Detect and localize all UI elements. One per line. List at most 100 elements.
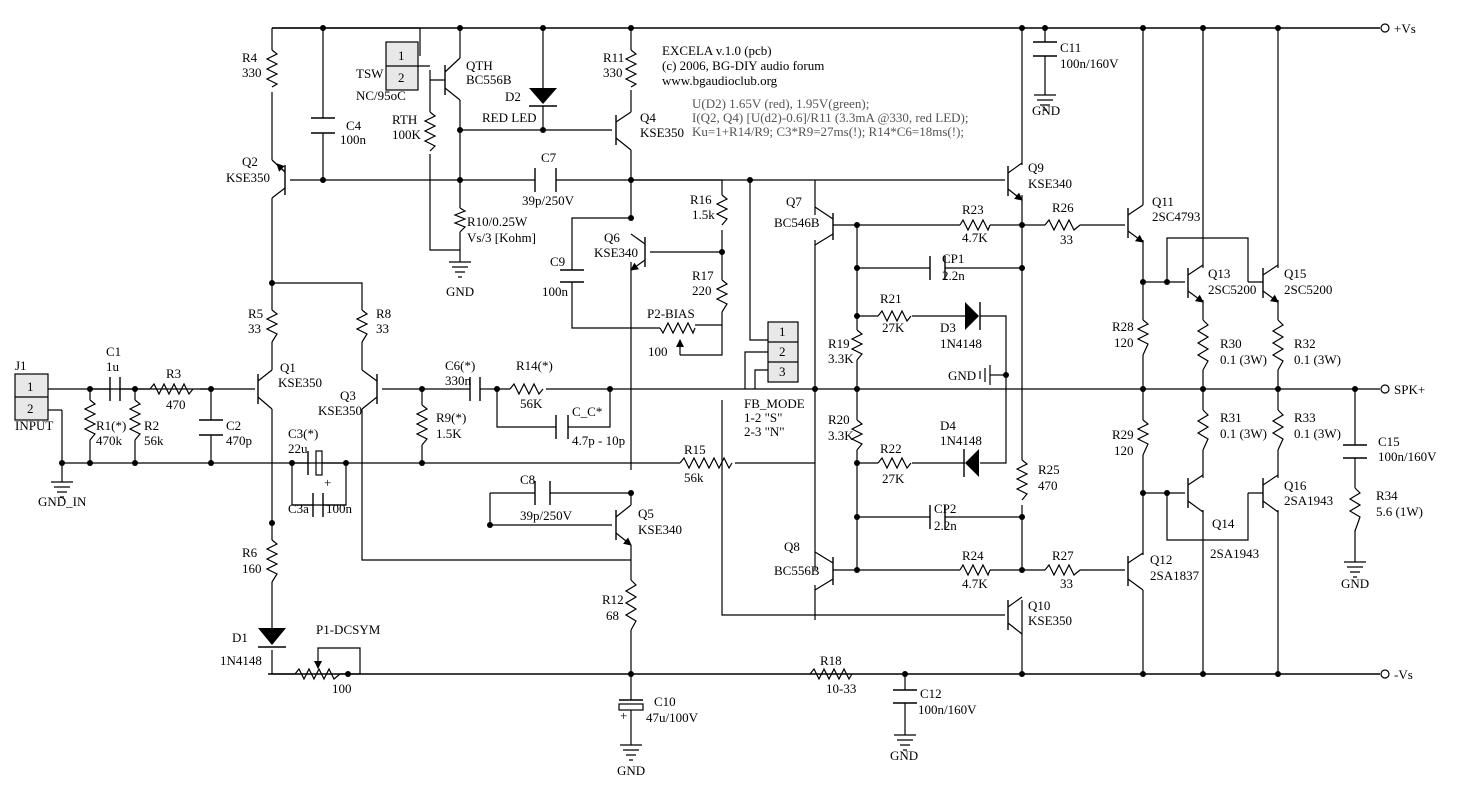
note-3: Ku=1+R14/R9; C3*R9=27ms(!); R14*C6=18ms(… [692,124,964,139]
r12-symbol [624,579,638,631]
r15-value: 56k [684,470,704,485]
r10-symbol [453,207,467,233]
q5-value: KSE340 [638,522,682,537]
vminus-label: -Vs [1394,667,1413,682]
note-1: U(D2) 1.65V (red), 1.95V(green); [692,96,869,111]
q10-ref: Q10 [1028,598,1050,613]
r23-ref: R23 [962,202,984,217]
c6-ref: C6(*) [445,358,475,373]
r11-symbol [624,49,638,88]
r30-ref: R30 [1220,336,1242,351]
r17-ref: R17 [692,268,714,283]
title: EXCELA v.1.0 (pcb) [662,43,772,58]
r3-symbol [149,382,194,396]
r18-symbol [809,667,853,681]
r6-value: 160 [242,561,262,576]
r17-value: 220 [692,283,712,298]
r21-value: 27K [882,320,905,335]
gnd-icon [449,261,471,278]
r21-ref: R21 [880,291,902,306]
tsw-pin1: 1 [398,48,405,63]
r33-value: 0.1 (3W) [1294,426,1341,441]
c3-ref: C3(*) [288,426,318,441]
input-label: INPUT [15,418,53,433]
r34-value: 5.6 (1W) [1376,504,1423,519]
c11-ref: C11 [1060,40,1081,55]
r1-symbol [83,399,97,441]
c10-plus: + [620,708,627,723]
c10-value: 47u/100V [646,710,699,725]
r4-value: 330 [242,65,262,80]
r33-symbol [1271,409,1285,451]
c9-value: 100n [542,284,569,299]
q2-value: KSE350 [226,170,270,185]
q12-value: 2SA1837 [1150,568,1200,583]
fb-pin3: 3 [779,364,786,379]
fb-mode-s: 1-2 "S" [744,410,782,425]
r10-value: Vs/3 [Kohm] [467,230,536,245]
vminus-terminal [1380,669,1390,679]
r2-ref: R2 [144,418,159,433]
d3-ref: D3 [940,320,956,335]
q7-value: BC546B [774,215,820,230]
junction-dots [59,25,1358,677]
r3-value: 470 [166,397,186,412]
cc-ref: C_C* [572,404,602,419]
q1-value: KSE350 [278,375,322,390]
gnd-label: GND [1032,103,1060,118]
r22-value: 27K [882,471,905,486]
c1-ref: C1 [106,344,121,359]
q16-ref: Q16 [1284,478,1307,493]
r14-value: 56K [520,396,543,411]
r17-symbol [715,279,729,313]
qth-value: BC556B [466,72,512,87]
r19-value: 3.3K [828,351,854,366]
q4-value: KSE350 [640,125,684,140]
rth-symbol [423,111,437,152]
r28-symbol [1136,319,1150,356]
j1-pin2: 2 [27,401,34,416]
c7-value: 39p/250V [522,193,575,208]
q8-ref: Q8 [784,539,800,554]
r9-ref: R9(*) [436,410,466,425]
c2-value: 470p [226,433,252,448]
r5-ref: R5 [248,306,263,321]
r25-ref: R25 [1038,462,1060,477]
q15-value: 2SC5200 [1284,282,1332,297]
cp1-value: 2.2n [942,268,965,283]
q9-value: KSE340 [1028,176,1072,191]
cc-value: 4.7p - 10p [572,433,625,448]
r20-symbol [850,419,864,451]
r18-ref: R18 [820,653,842,668]
r27-ref: R27 [1052,548,1074,563]
rth-ref: RTH [392,112,417,127]
r23-symbol [959,218,991,232]
r22-symbol [877,456,912,470]
gnd-icon [979,365,991,385]
fb-mode-label: FB_MODE [744,396,805,411]
r14-ref: R14(*) [516,358,553,373]
r18-value: 10-33 [826,681,856,696]
r26-ref: R26 [1052,200,1074,215]
q4-ref: Q4 [640,110,656,125]
r9-value: 1.5K [436,426,462,441]
tsw-spec: NC/95oC [356,88,406,103]
r20-ref: R20 [828,412,850,427]
d1-value: 1N4148 [220,653,262,668]
q11-ref: Q11 [1152,194,1174,209]
r32-ref: R32 [1294,336,1316,351]
gnd-icon [1034,94,1056,111]
r20-value: 3.3K [828,428,854,443]
r1-value: 470k [96,433,123,448]
r10-ref: R10/0.25W [467,214,528,229]
gnd-in-label: GND_IN [38,494,87,509]
website: www.bgaudioclub.org [662,73,778,88]
r8-value: 33 [376,321,389,336]
j1-label: J1 [15,358,27,373]
r34-symbol [1348,487,1362,532]
c3a-value: 100n [326,501,353,516]
gnd-label: GND [1341,576,1369,591]
gnd-label: GND [446,284,474,299]
q1-ref: Q1 [280,360,296,375]
